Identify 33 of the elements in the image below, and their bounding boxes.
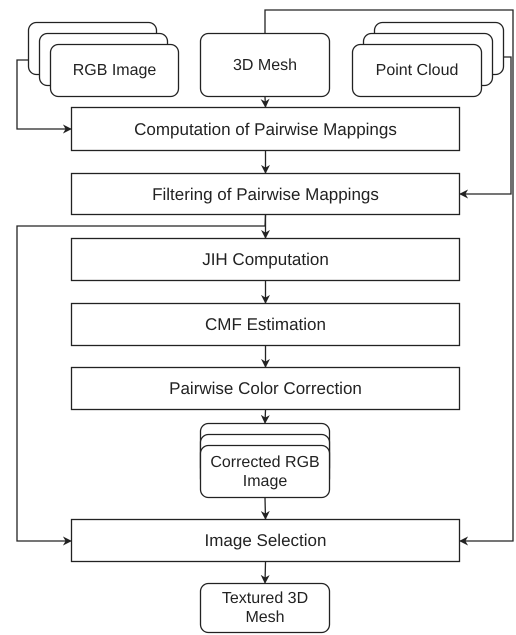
process-box: [71, 519, 460, 562]
arrow: [260, 410, 270, 424]
node-label: Image Selection: [204, 531, 326, 550]
rounded-box: [200, 583, 330, 633]
stacked-document-cards: [200, 423, 330, 498]
arrow: [16, 214, 266, 546]
process-box: [71, 367, 460, 410]
node-label: Pairwise Color Correction: [169, 379, 362, 398]
arrow: [261, 346, 270, 368]
process-box: [71, 238, 460, 281]
stacked-document-cards: [28, 22, 179, 97]
arrow: [260, 498, 270, 520]
process-box: [71, 107, 460, 151]
arrow: [459, 56, 512, 198]
node-label: Filtering of Pairwise Mappings: [152, 184, 379, 204]
node-label: Textured 3D Mesh: [220, 589, 310, 627]
node-label: RGB Image: [72, 61, 156, 80]
arrow: [16, 59, 72, 134]
rounded-box: [200, 33, 330, 97]
arrow: [261, 151, 270, 174]
stacked-document-cards: [352, 22, 504, 97]
node-label: Corrected RGB Image: [209, 452, 321, 490]
node-label: CMF Estimation: [205, 315, 326, 334]
node-label: JIH Computation: [202, 250, 329, 269]
node-label: Point Cloud: [376, 61, 458, 80]
arrow: [260, 562, 270, 584]
arrow: [261, 281, 270, 304]
arrow: [264, 9, 514, 546]
node-label: Computation of Pairwise Mappings: [134, 120, 397, 138]
process-box: [71, 173, 460, 215]
process-box: [71, 303, 460, 346]
arrow: [260, 96, 270, 108]
node-label: 3D Mesh: [232, 56, 298, 74]
